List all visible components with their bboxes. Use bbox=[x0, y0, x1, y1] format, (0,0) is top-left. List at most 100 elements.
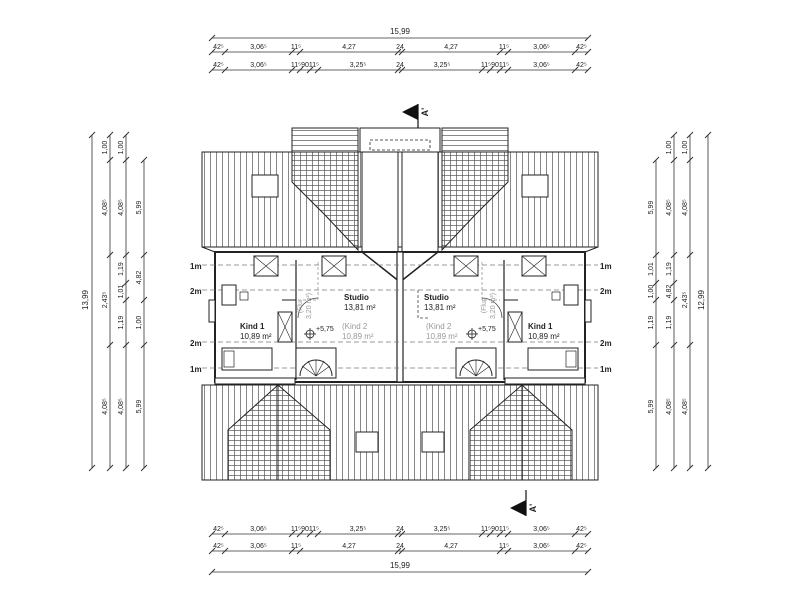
dimension-label: 3,25⁵ bbox=[350, 62, 367, 69]
room-kind2-left-name: (Kind 2 bbox=[342, 322, 368, 331]
dimension-label: 5,99 bbox=[648, 201, 655, 215]
dimension-label: 11⁵ bbox=[291, 44, 301, 51]
dimension-label: 11⁵ bbox=[481, 62, 491, 69]
section-label-bottom: A' bbox=[528, 504, 538, 513]
dimension-tick bbox=[88, 131, 96, 139]
level-label-left: +5,75 bbox=[316, 326, 334, 333]
dimension-tick bbox=[208, 66, 216, 74]
level-marker-left bbox=[304, 328, 316, 340]
room-kind1-left-name: Kind 1 bbox=[240, 322, 265, 331]
dimension-tick bbox=[208, 48, 216, 56]
dimension-label: 1,00 bbox=[648, 285, 655, 299]
room-studio-left-name: Studio bbox=[344, 293, 369, 302]
stair-right bbox=[455, 347, 497, 379]
dimension-label: 4,08⁵ bbox=[118, 199, 125, 216]
dimension-tick bbox=[394, 48, 402, 56]
dimension-tick bbox=[652, 296, 660, 304]
dimension-tick bbox=[208, 568, 216, 576]
dim-right-col1: 5,991,011,001,195,99 bbox=[648, 201, 655, 414]
dimension-label: 42⁵ bbox=[576, 526, 587, 533]
dimension-label: 2,43⁵ bbox=[682, 292, 689, 309]
dimension-label: 5,99 bbox=[136, 400, 143, 414]
dimension-label: 3,06⁵ bbox=[250, 44, 267, 51]
height-label-left-1: 1m bbox=[190, 262, 202, 271]
dimension-label: 4,08⁵ bbox=[682, 398, 689, 415]
dimension-tick bbox=[221, 530, 229, 538]
dimension-label: 1,19 bbox=[118, 316, 125, 330]
dimension-label: 3,06⁵ bbox=[533, 44, 550, 51]
dimension-tick bbox=[122, 156, 130, 164]
dimension-tick bbox=[288, 547, 296, 555]
dimension-tick bbox=[584, 48, 592, 56]
dimension-label: 2,43⁵ bbox=[102, 292, 109, 309]
dimension-label: 4,27 bbox=[342, 543, 356, 550]
height-label-right-2: 2m bbox=[600, 287, 612, 296]
dimension-tick bbox=[504, 66, 512, 74]
dimension-tick bbox=[140, 156, 148, 164]
dimension-label: 3,06⁵ bbox=[250, 526, 267, 533]
dimension-tick bbox=[486, 66, 494, 74]
dimension-tick bbox=[670, 131, 678, 139]
dimension-tick bbox=[686, 464, 694, 472]
dimension-tick bbox=[106, 251, 114, 259]
dimension-tick bbox=[296, 547, 304, 555]
dimension-tick bbox=[122, 251, 130, 259]
dimension-tick bbox=[584, 530, 592, 538]
dormer-top-right bbox=[441, 127, 509, 252]
dimension-tick bbox=[394, 66, 402, 74]
dimension-label: 11⁵ bbox=[291, 62, 301, 69]
dim-bottom-total: 15,99 bbox=[390, 561, 411, 570]
room-kind1-right-name: Kind 1 bbox=[528, 322, 553, 331]
dimension-label: 1,00 bbox=[102, 141, 109, 155]
dimension-tick bbox=[704, 464, 712, 472]
right-dimensions bbox=[655, 135, 709, 468]
skylight-top-right bbox=[521, 174, 549, 198]
dimension-tick bbox=[122, 131, 130, 139]
dimension-label: 11⁵ bbox=[309, 526, 319, 533]
skylight-bottom-right bbox=[421, 431, 445, 453]
dimension-label: 24 bbox=[396, 44, 404, 51]
dim-left-col4: 5,994,821,005,99 bbox=[136, 201, 143, 414]
dimension-tick bbox=[686, 341, 694, 349]
dimension-tick bbox=[314, 66, 322, 74]
dimension-label: 42⁵ bbox=[213, 543, 224, 550]
level-marker-right bbox=[466, 328, 478, 340]
dimension-label: 24 bbox=[396, 62, 404, 69]
dimension-tick bbox=[306, 66, 314, 74]
dimension-tick bbox=[140, 251, 148, 259]
dim-left-total: 13,99 bbox=[81, 289, 90, 310]
dimension-label: 42⁵ bbox=[576, 543, 587, 550]
dimension-tick bbox=[670, 464, 678, 472]
dimension-tick bbox=[571, 48, 579, 56]
dimension-label: 90 bbox=[491, 62, 499, 69]
dimension-label: 90 bbox=[301, 62, 309, 69]
dimension-tick bbox=[288, 48, 296, 56]
dimension-label: 1,01 bbox=[118, 285, 125, 299]
dimension-label: 11⁵ bbox=[499, 543, 509, 550]
dimension-label: 90 bbox=[491, 526, 499, 533]
dimension-tick bbox=[496, 66, 504, 74]
dimension-tick bbox=[398, 530, 406, 538]
dimension-label: 3,06⁵ bbox=[533, 526, 550, 533]
room-kind1-left-area: 10,89 m² bbox=[240, 332, 272, 341]
dimension-label: 90 bbox=[301, 526, 309, 533]
room-kind2-right-area: 10,89 m² bbox=[426, 332, 458, 341]
dimension-label: 4,82 bbox=[136, 271, 143, 285]
dimension-tick bbox=[398, 66, 406, 74]
dimension-tick bbox=[140, 341, 148, 349]
dimension-label: 4,82 bbox=[666, 285, 673, 299]
dormer-bottom-left bbox=[227, 384, 331, 481]
dimension-tick bbox=[394, 547, 402, 555]
dimension-tick bbox=[584, 66, 592, 74]
dimension-label: 4,08⁵ bbox=[102, 199, 109, 216]
dimension-tick bbox=[686, 156, 694, 164]
dimension-label: 42⁵ bbox=[576, 44, 587, 51]
dimension-tick bbox=[306, 530, 314, 538]
dimension-label: 1,19 bbox=[648, 316, 655, 330]
dimension-label: 11⁵ bbox=[499, 62, 509, 69]
